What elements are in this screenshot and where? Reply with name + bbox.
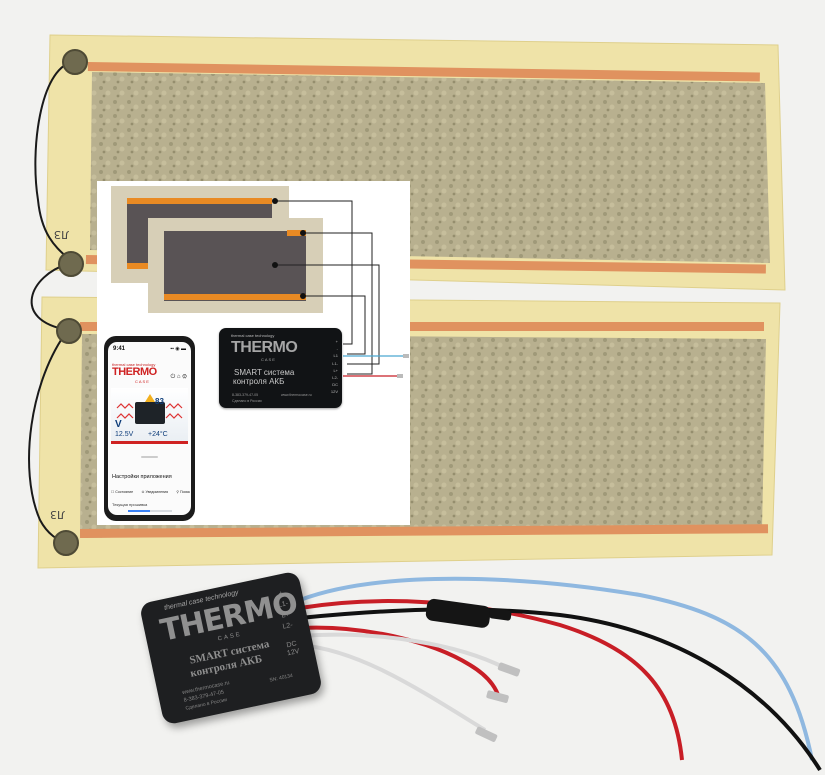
phone-tabs: ☐ Состояние ⊙ Уведомления ⚲ Поиск [111,490,190,494]
tab-status[interactable]: ☐ Состояние [111,490,134,494]
phone-logo-sub: CASE [135,379,150,384]
voltage-value: 12.5V [115,431,134,438]
pad-wire-link [30,263,69,331]
terminal-3 [56,318,82,344]
phone-status-icons: ▪▪ ◉ ▬ [170,346,186,352]
temperature-value: +24°C [148,431,168,438]
module-website: www.thermocase.ru [281,393,312,397]
phone-screen: 9:41 ▪▪ ◉ ▬ thermal case technology THER… [108,342,191,515]
wire-white-1 [299,632,506,670]
phone-logo: THERMO [112,366,157,378]
pin-3 [475,726,498,742]
copper-strip-top-2 [80,322,764,331]
module-pin-labels: + - L1 L1- L+ L2- DC 12V [330,339,338,395]
settings-title: Настройки приложения [112,474,172,480]
controller-dc-label: DC 12V [285,640,301,658]
phone-brand: thermal case technology [112,362,156,367]
diagram-module: thermal case technology THERMO CASE SMAR… [219,328,342,408]
wiring-diagram [111,186,409,378]
phone-hero-image [111,388,188,444]
module-phone: 8-383-379-47-05 [232,393,259,397]
module-logo-sub: CASE [261,357,276,362]
wire-black [299,607,822,772]
wire-white-2 [299,643,487,732]
terminal-4 [53,530,79,556]
fuse-holder-end [488,608,512,621]
wire-blue [299,576,814,761]
phone-header-icons[interactable]: ⏻ ⌂ ⚙ [170,374,187,380]
pad-wire-left [34,61,73,263]
pin-1 [497,662,521,677]
module-title-1: SMART система [234,368,295,377]
phone-time: 9:41 [113,346,126,352]
controller-serial: SN: 40134 [269,672,294,684]
wire-red-1 [299,599,684,761]
voltage-symbol: V [115,419,122,430]
battery-icon [135,402,165,424]
wire-red-2 [299,625,502,701]
terminal-2 [58,251,84,277]
fuse-holder [425,598,491,628]
firmware-label: Текущая прошивка [112,502,148,507]
heater-waves-icon [116,394,183,419]
module-brand: thermal case technology [231,333,275,338]
sheet-handle[interactable] [141,456,158,458]
pin-2 [486,690,509,703]
battery-value: 83 [155,397,164,406]
firmware-progress [128,510,172,512]
pad-mark-bottom: Л3 [50,508,66,521]
tab-search[interactable]: ⚲ Поиск [176,490,190,494]
firmware-progress-fill [128,510,150,512]
copper-strip-bottom-2 [80,524,769,538]
copper-strip-top [87,62,760,82]
terminal-1 [62,49,88,75]
module-logo: THERMO [231,339,298,356]
pad-mark-top: ЛЗ [54,228,70,241]
module-title-2: контроля АКБ [233,377,285,386]
smartphone: 9:41 ▪▪ ◉ ▬ thermal case technology THER… [104,336,195,521]
status-bar [111,441,188,444]
diagram-pad-2-element [164,231,306,301]
tab-notifications[interactable]: ⊙ Уведомления [141,490,169,494]
module-made-in: Сделано в России [232,399,262,403]
